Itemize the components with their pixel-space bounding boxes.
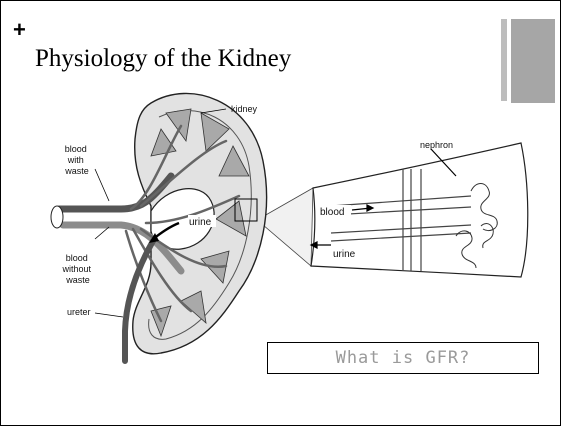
artery-opening [51, 206, 63, 228]
label-kidney: kidney [231, 104, 258, 114]
label-urine-zoom: urine [333, 249, 356, 260]
label-blood-zoom: blood [320, 207, 344, 218]
gfr-question-box[interactable]: What is GFR? [267, 342, 539, 374]
label-blood-without-waste: blood without waste [61, 253, 93, 285]
label-blood-with-waste: blood with waste [64, 144, 89, 176]
gfr-question-text: What is GFR? [336, 348, 471, 368]
label-nephron: nephron [420, 140, 453, 150]
label-urine-kidney: urine [189, 217, 212, 228]
label-ureter: ureter [67, 307, 91, 317]
